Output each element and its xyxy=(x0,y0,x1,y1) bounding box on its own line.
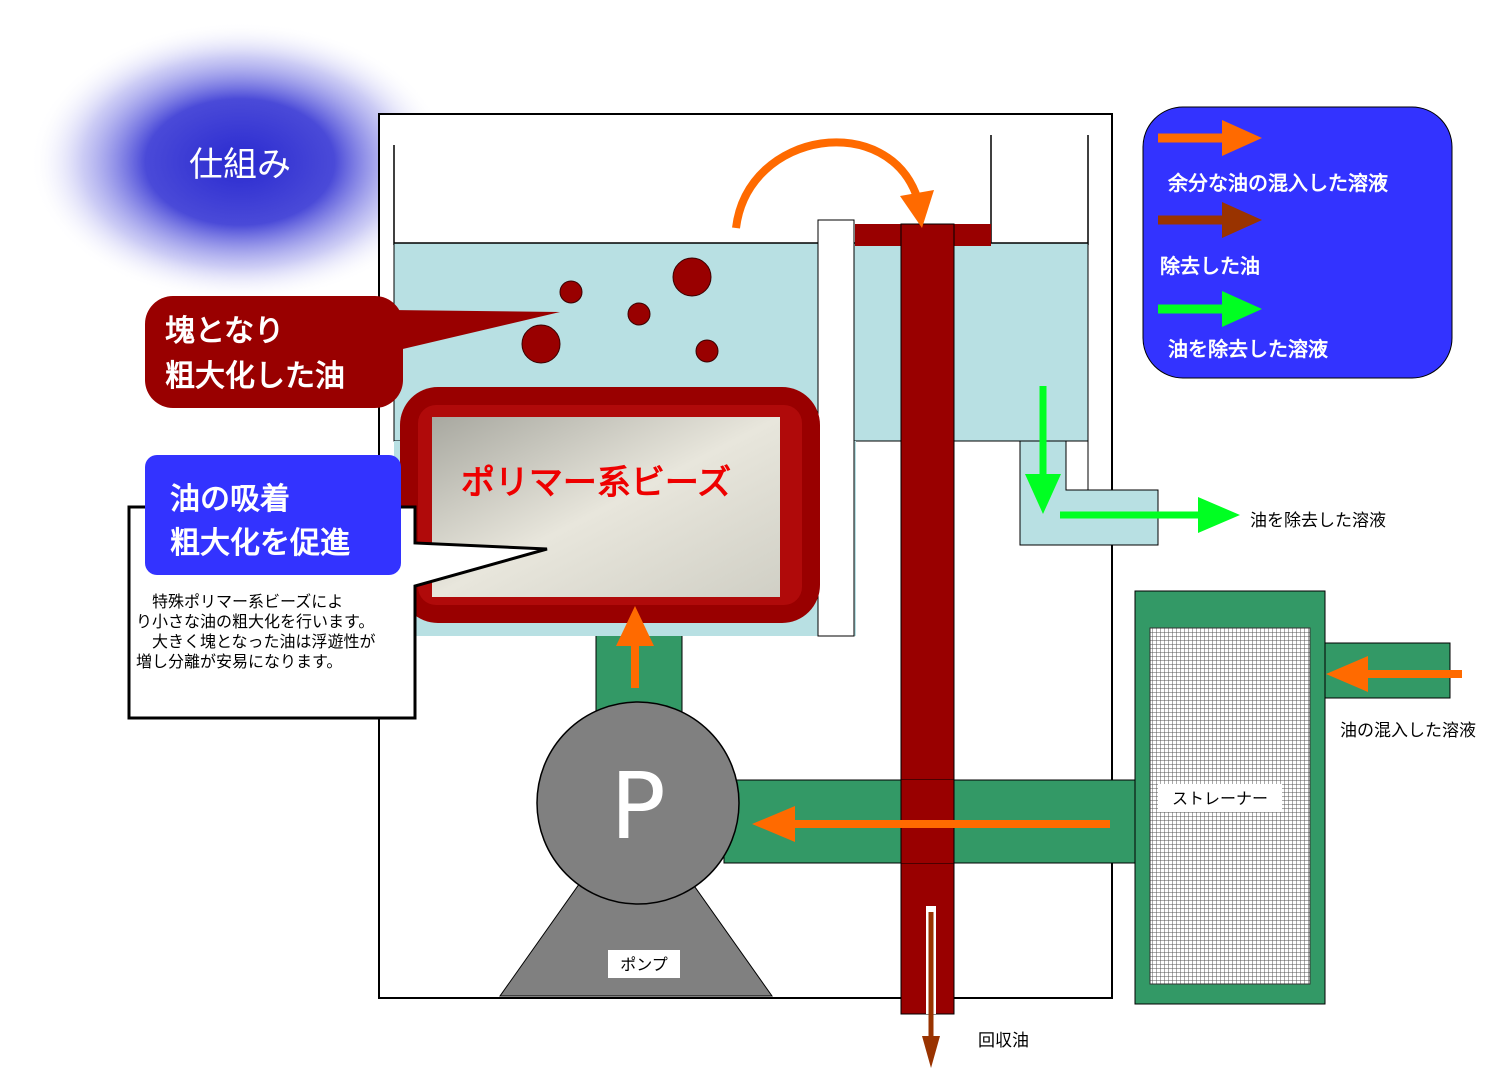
arrow-head xyxy=(1025,474,1061,514)
arrow-head xyxy=(900,190,934,228)
page-title: 仕組み xyxy=(189,145,291,185)
legend-label-clean: 油を除去した溶液 xyxy=(1168,337,1329,361)
legend-label-mixed: 余分な油の混入した溶液 xyxy=(1167,171,1389,195)
mixed-in-label: 油の混入した溶液 xyxy=(1340,721,1476,741)
callout-coarse-oil xyxy=(145,296,403,408)
arrow-head xyxy=(1222,120,1262,156)
title-glow xyxy=(30,22,450,302)
pump-letter: P xyxy=(610,753,665,860)
legend-label-oil: 除去した油 xyxy=(1160,254,1260,278)
callout-coarse-oil-line2: 粗大化した油 xyxy=(165,359,345,394)
strainer-label: ストレーナー xyxy=(1172,789,1268,808)
callout-adsorb-line1: 油の吸着 xyxy=(170,482,290,517)
curved-flow-arrow xyxy=(732,138,922,229)
callout-coarse-oil-line1: 塊となり xyxy=(165,314,284,349)
oil-droplet xyxy=(521,324,561,364)
arrow-head xyxy=(1198,497,1240,533)
clean-out-label: 油を除去した溶液 xyxy=(1250,511,1386,531)
beads-label: ポリマー系ビーズ xyxy=(461,463,731,503)
oil-droplet xyxy=(559,280,583,304)
oil-droplet xyxy=(627,302,651,326)
recovered-oil-label: 回収油 xyxy=(978,1031,1029,1051)
arrow-head xyxy=(922,1036,940,1068)
oil-droplet xyxy=(695,339,719,363)
partition xyxy=(817,219,855,637)
callout-pointer xyxy=(390,310,560,352)
pump-body xyxy=(536,701,740,905)
arrow-head xyxy=(616,606,654,646)
callout-adsorb xyxy=(145,455,401,575)
pump-label: ポンプ xyxy=(620,955,668,974)
pump-label-box xyxy=(608,950,680,978)
oil-droplet xyxy=(672,257,712,297)
description-text: 特殊ポリマー系ビーズによ り小さな油の粗大化を行います。 大きく塊となった油は浮… xyxy=(136,592,376,671)
arrow-head xyxy=(752,806,795,842)
oil-recovery-pipe xyxy=(900,223,955,1015)
callout-adsorb-line2: 粗大化を促進 xyxy=(170,526,350,561)
bead-chamber-beads xyxy=(432,417,780,597)
strainer-label-box xyxy=(1158,784,1282,812)
arrow-head xyxy=(1326,656,1368,692)
arrow-head xyxy=(1222,291,1262,327)
arrow-head xyxy=(1222,202,1262,238)
